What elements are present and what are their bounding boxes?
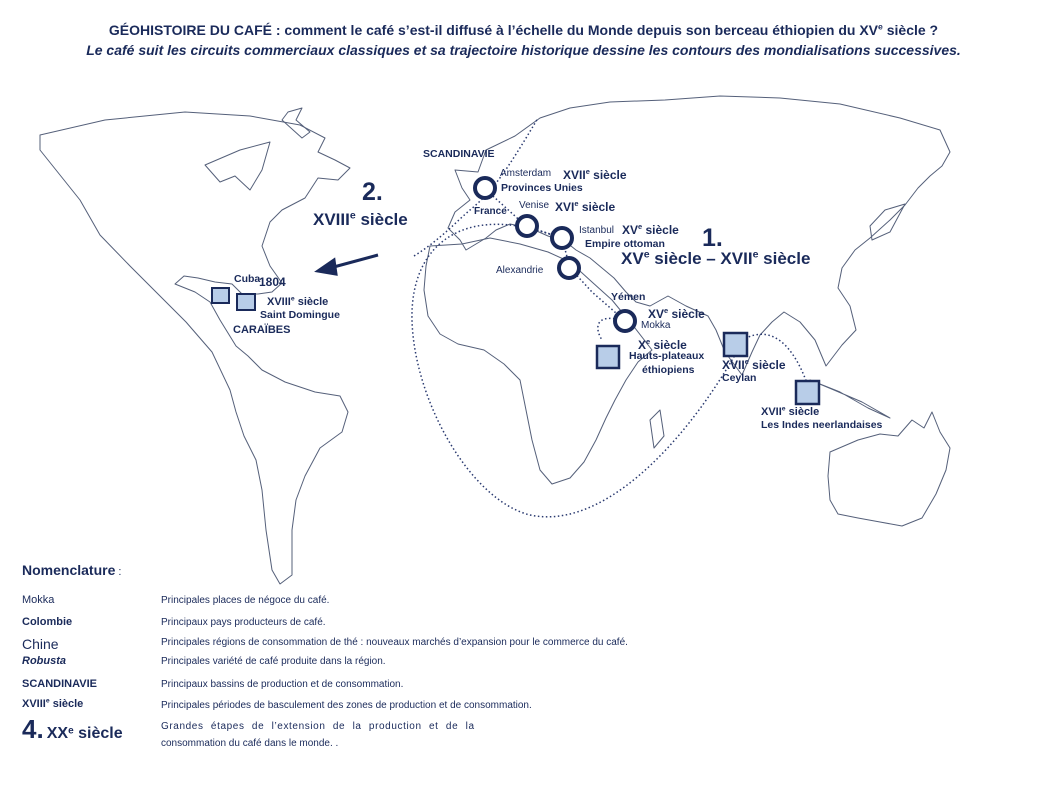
eurasia-outline [447, 95, 951, 376]
label-ceylan: Ceylan [722, 372, 757, 384]
route-caribbean [413, 117, 539, 257]
label-ethiopie-century: Xe siècle [638, 337, 687, 352]
label-hauts-plateaux: Hauts-plateaux [629, 350, 705, 362]
label-ethiopiens: éthiopiens [642, 364, 695, 376]
label-cuba: Cuba [234, 273, 261, 285]
label-date-1804: 1804 [259, 275, 286, 289]
label-istanbul-century: XVe siècle [622, 222, 679, 237]
square-saint-domingue [236, 293, 256, 311]
route-levant [483, 187, 625, 321]
legend-desc-scandinavie: Principaux bassins de production et de c… [161, 679, 404, 690]
label-caribbean-century: XVIIIe siècle [267, 295, 329, 308]
square-indes [794, 379, 821, 406]
stage-2-number: 2. [362, 178, 383, 206]
stage-1-label: XVe siècle – XVIIe siècle [621, 248, 811, 268]
ring-amsterdam [473, 176, 497, 200]
legend-key-colombie: Colombie [22, 616, 73, 628]
australia-outline [827, 411, 951, 527]
label-empire-ottoman: Empire ottoman [585, 238, 665, 250]
page-subtitle: Le café suit les circuits commerciaux cl… [86, 42, 961, 58]
legend-key-periode: XVIIIe siècle [22, 697, 84, 710]
label-provinces-unies: Provinces Unies [501, 182, 583, 194]
label-ceylan-century: XVIIe siècle [722, 357, 786, 372]
legend-key-robusta: Robusta [22, 655, 66, 667]
square-cuba [211, 287, 230, 304]
arrow-west [314, 253, 379, 276]
label-yemen: Yémen [611, 291, 646, 303]
stage-2-label: XVIIIe siècle [313, 209, 408, 229]
legend-desc-etape-1: Grandes étapes de l’extension de la prod… [161, 721, 475, 732]
legend-desc-etape-2: consommation du café dans le monde. . [161, 738, 339, 749]
page-title: GÉOHISTOIRE DU CAFÉ : comment le café s’… [108, 21, 939, 38]
legend-desc-colombie: Principaux pays producteurs de café. [161, 617, 326, 628]
label-amsterdam: Amsterdam [500, 168, 552, 179]
label-amsterdam-century: XVIIe siècle [563, 167, 627, 182]
label-venise: Venise [519, 200, 550, 211]
label-indes: Les Indes neerlandaises [761, 419, 883, 431]
legend-title: Nomenclature : [22, 562, 122, 578]
label-indes-century: XVIIe siècle [761, 405, 820, 418]
square-ethiopie [595, 344, 621, 370]
ring-venise [515, 214, 539, 238]
legend-key-chine: Chine [22, 636, 59, 652]
legend-desc-robusta: Principales variété de café produite dan… [161, 656, 386, 667]
legend-key-etape: 4. XXe siècle [22, 714, 123, 744]
label-alexandrie: Alexandrie [496, 265, 544, 276]
square-ceylan [722, 331, 749, 358]
americas-outline [39, 111, 351, 585]
stage-1-number: 1. [702, 224, 723, 252]
label-venise-century: XVIe siècle [555, 199, 616, 214]
legend-desc-mokka: Principales places de négoce du café. [161, 595, 330, 606]
legend-desc-periode: Principales périodes de basculement des … [161, 700, 532, 711]
label-mokka: Mokka [641, 320, 671, 331]
label-france: France [474, 206, 507, 217]
ring-mokka [613, 309, 637, 333]
label-mokka-century: XVe siècle [648, 306, 705, 321]
legend-key-scandinavie: SCANDINAVIE [22, 678, 97, 690]
label-scandinavie: SCANDINAVIE [423, 148, 495, 160]
greenland-outline [281, 107, 311, 139]
madagascar-outline [649, 409, 665, 449]
label-saint-domingue: Saint Domingue [260, 309, 340, 321]
bay-outline [204, 141, 271, 191]
islands-outline [809, 379, 891, 419]
label-caraibes: CARAÏBES [233, 324, 291, 336]
legend-desc-chine: Principales régions de consommation de t… [161, 637, 628, 648]
ring-alexandrie [557, 256, 581, 280]
label-istanbul: Istanbul [579, 225, 615, 236]
ring-istanbul [550, 226, 574, 250]
japan-outline [869, 203, 906, 241]
legend-key-mokka: Mokka [22, 594, 55, 606]
